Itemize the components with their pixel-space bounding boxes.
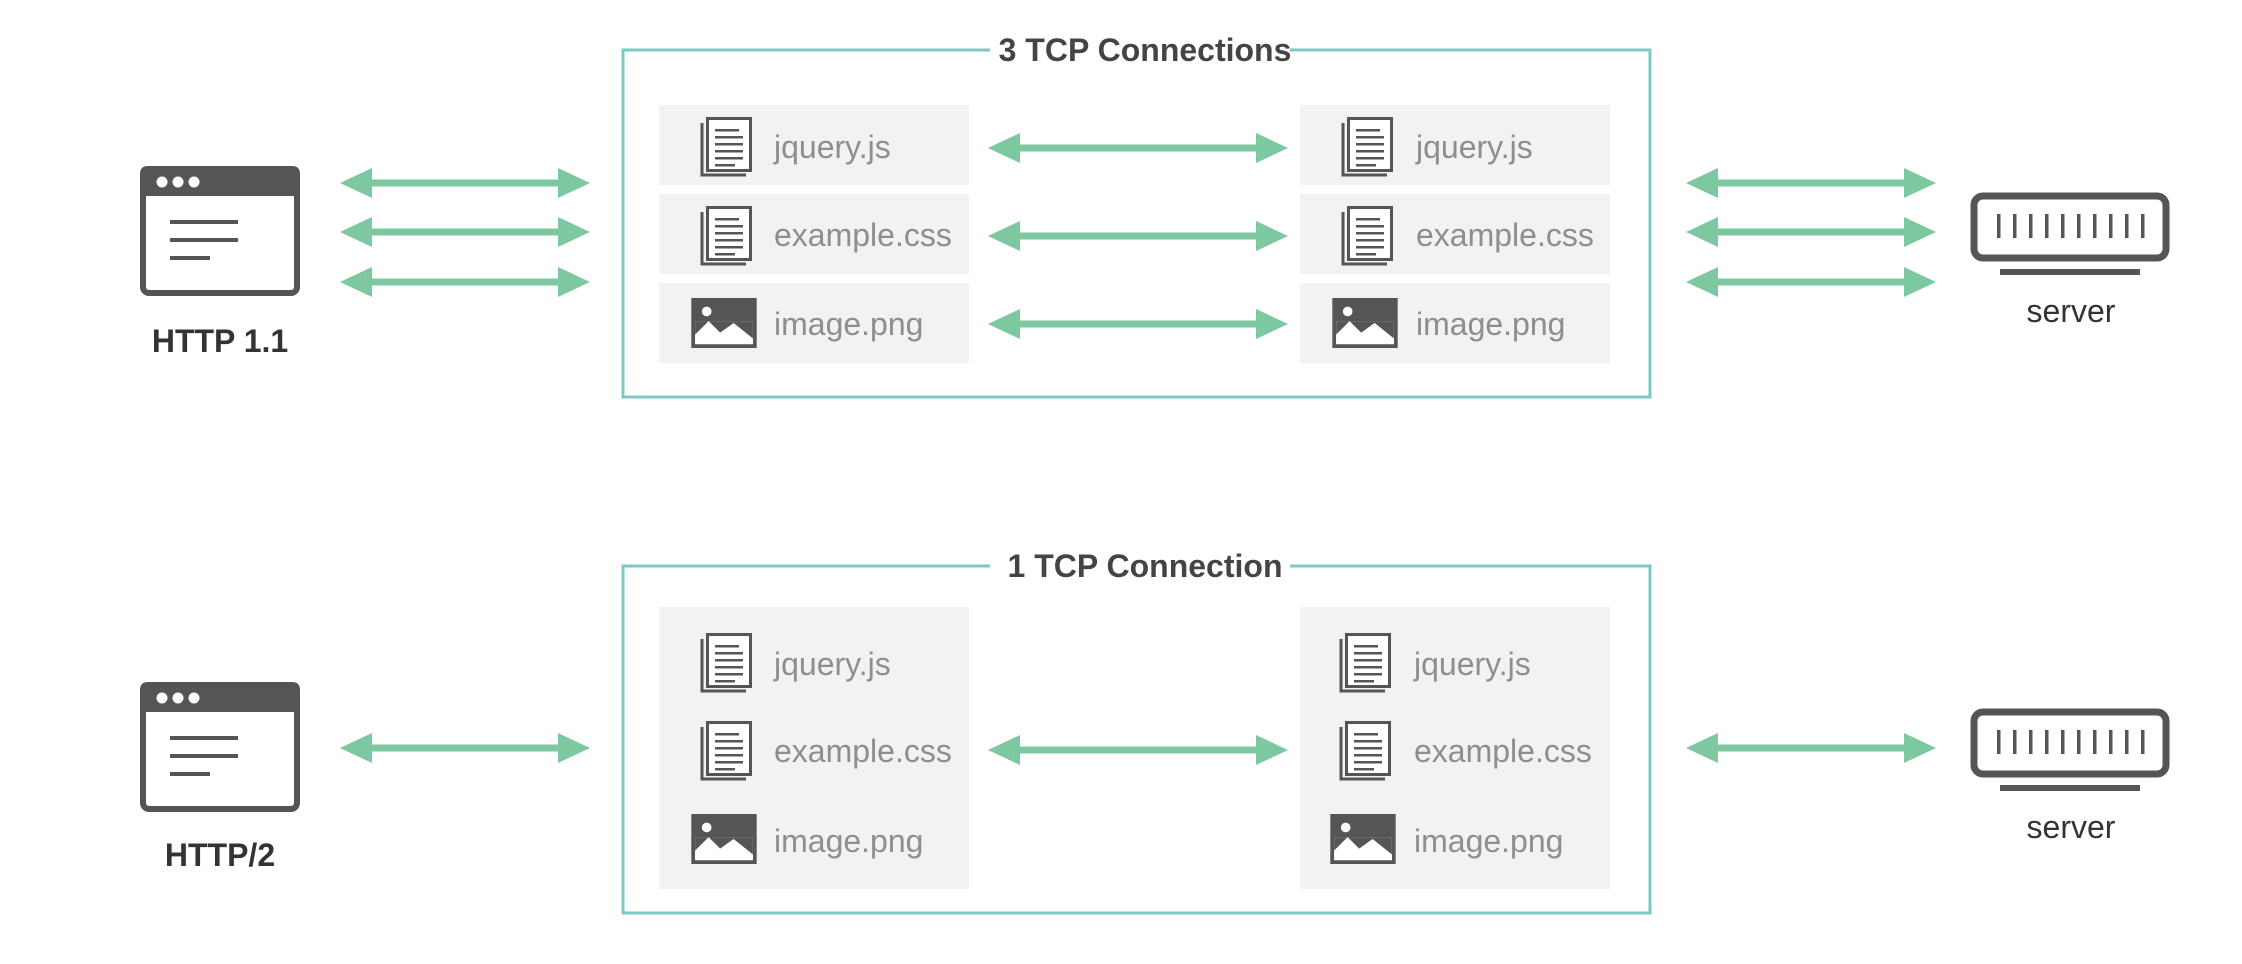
document-icon bbox=[1339, 721, 1391, 781]
file-name: jquery.js bbox=[1415, 129, 1533, 165]
double-arrow-icon bbox=[340, 733, 590, 763]
double-arrow-icon bbox=[988, 309, 1288, 339]
connection-title: 3 TCP Connections bbox=[999, 32, 1292, 68]
double-arrow-icon bbox=[1686, 733, 1936, 763]
connection-title: 1 TCP Connection bbox=[1008, 548, 1283, 584]
file-name: example.css bbox=[774, 733, 952, 769]
double-arrow-icon bbox=[988, 133, 1288, 163]
http2-client: HTTP/2 bbox=[140, 682, 300, 873]
file-name: jquery.js bbox=[773, 646, 891, 682]
browser-window-icon bbox=[140, 682, 300, 809]
document-icon bbox=[700, 117, 752, 177]
server: server bbox=[1974, 196, 2166, 329]
double-arrow-icon bbox=[1686, 168, 1936, 198]
double-arrow-icon bbox=[988, 735, 1288, 765]
document-icon bbox=[700, 721, 752, 781]
document-icon bbox=[700, 633, 752, 693]
client-label: HTTP 1.1 bbox=[152, 323, 288, 359]
tcp-connection-box: 1 TCP Connection jquery.js example.css i… bbox=[621, 548, 1652, 915]
http1-client: HTTP 1.1 bbox=[140, 166, 300, 359]
server-icon bbox=[1974, 196, 2166, 275]
client-label: HTTP/2 bbox=[165, 837, 275, 873]
double-arrow-icon bbox=[340, 267, 590, 297]
image-icon bbox=[691, 298, 757, 348]
file-name: example.css bbox=[1416, 217, 1594, 253]
file-name: image.png bbox=[1416, 306, 1565, 342]
document-icon bbox=[1341, 206, 1393, 266]
client-arrows bbox=[340, 168, 590, 297]
file-name: image.png bbox=[774, 823, 923, 859]
image-icon bbox=[691, 814, 757, 864]
document-icon bbox=[700, 206, 752, 266]
image-icon bbox=[1330, 814, 1396, 864]
http2-row: HTTP/2 1 TCP Connection jquery.js exampl… bbox=[140, 548, 2166, 915]
server-icon bbox=[1974, 712, 2166, 791]
server: server bbox=[1974, 712, 2166, 845]
double-arrow-icon bbox=[1686, 217, 1936, 247]
image-icon bbox=[1332, 298, 1398, 348]
document-icon bbox=[1341, 117, 1393, 177]
server-arrows bbox=[1686, 168, 1936, 297]
browser-window-icon bbox=[140, 166, 300, 293]
file-name: image.png bbox=[1414, 823, 1563, 859]
tcp-connection-box: 3 TCP Connections jquery.js example.css … bbox=[621, 32, 1652, 399]
file-name: example.css bbox=[1414, 733, 1592, 769]
file-name: image.png bbox=[774, 306, 923, 342]
double-arrow-icon bbox=[988, 221, 1288, 251]
document-icon bbox=[1339, 633, 1391, 693]
file-name: jquery.js bbox=[773, 129, 891, 165]
file-name: jquery.js bbox=[1413, 646, 1531, 682]
server-label: server bbox=[2027, 293, 2116, 329]
server-label: server bbox=[2027, 809, 2116, 845]
double-arrow-icon bbox=[1686, 267, 1936, 297]
double-arrow-icon bbox=[340, 217, 590, 247]
double-arrow-icon bbox=[340, 168, 590, 198]
http1-row: HTTP 1.1 3 TCP Connections bbox=[140, 32, 2166, 399]
file-name: example.css bbox=[774, 217, 952, 253]
